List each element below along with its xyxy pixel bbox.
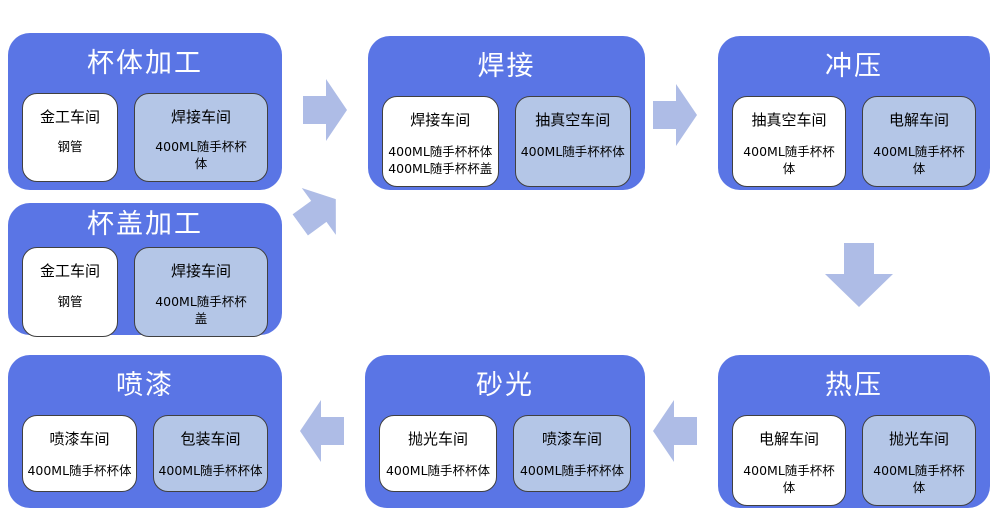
arrow-cup-lid-to-welding bbox=[283, 176, 353, 249]
node-title: 焊接 bbox=[477, 51, 536, 82]
product-label: 400ML随手杯杯体 bbox=[158, 463, 263, 479]
process-node-sanding: 砂光 抛光车间 400ML随手杯杯体 喷漆车间 400ML随手杯杯体 bbox=[365, 355, 645, 508]
workshop-name: 抽真空车间 bbox=[751, 110, 827, 129]
workshop-name: 喷漆车间 bbox=[49, 429, 110, 448]
workshop-card: 喷漆车间 400ML随手杯杯体 bbox=[513, 414, 631, 492]
product-label: 400ML随手杯杯体 bbox=[519, 463, 625, 479]
up-right-arrow-icon bbox=[292, 187, 336, 236]
product-label: 400ML随手杯杯体 bbox=[873, 463, 965, 496]
product-label: 400ML随手杯杯体 bbox=[155, 139, 247, 172]
workshop-name: 焊接车间 bbox=[170, 262, 231, 281]
workshop-card: 焊接车间 400ML随手杯杯盖 bbox=[134, 247, 268, 337]
product-label: 400ML随手杯杯体 bbox=[743, 463, 835, 496]
right-arrow-icon bbox=[303, 79, 347, 141]
workshop-card: 抛光车间 400ML随手杯杯体 bbox=[379, 414, 497, 492]
workshop-name: 焊接车间 bbox=[410, 110, 471, 129]
product-label: 400ML随手杯杯体 bbox=[27, 463, 132, 479]
workshop-name: 焊接车间 bbox=[170, 107, 231, 126]
workshop-cards: 喷漆车间 400ML随手杯杯体 包装车间 400ML随手杯杯体 bbox=[22, 414, 268, 492]
workshop-card: 金工车间 钢管 bbox=[22, 247, 118, 337]
workshop-card: 抽真空车间 400ML随手杯杯体 bbox=[732, 95, 846, 188]
product-label: 400ML随手杯杯体 bbox=[743, 144, 835, 177]
arrow-cup-body-to-welding bbox=[303, 79, 347, 141]
workshop-card: 焊接车间 400ML随手杯杯体 400ML随手杯杯盖 bbox=[382, 95, 499, 188]
arrow-stamping-to-hot-press bbox=[825, 243, 893, 307]
workshop-cards: 电解车间 400ML随手杯杯体 抛光车间 400ML随手杯杯体 bbox=[732, 414, 976, 507]
node-title: 喷漆 bbox=[116, 370, 174, 401]
workshop-cards: 焊接车间 400ML随手杯杯体 400ML随手杯杯盖 抽真空车间 400ML随手… bbox=[382, 95, 631, 188]
arrow-hot-press-to-sanding bbox=[653, 400, 697, 462]
workshop-card: 金工车间 钢管 bbox=[22, 92, 118, 183]
process-node-hot-press: 热压 电解车间 400ML随手杯杯体 抛光车间 400ML随手杯杯体 bbox=[718, 355, 990, 508]
workshop-name: 电解车间 bbox=[888, 110, 949, 129]
workshop-card: 电解车间 400ML随手杯杯体 bbox=[732, 414, 846, 507]
workshop-name: 金工车间 bbox=[39, 262, 100, 281]
workshop-cards: 抛光车间 400ML随手杯杯体 喷漆车间 400ML随手杯杯体 bbox=[379, 414, 631, 492]
product-label: 钢管 bbox=[57, 139, 83, 155]
workshop-name: 抽真空车间 bbox=[535, 110, 611, 129]
workshop-cards: 金工车间 钢管 焊接车间 400ML随手杯杯体 bbox=[22, 92, 268, 183]
workshop-name: 电解车间 bbox=[758, 429, 819, 448]
down-arrow-icon bbox=[825, 243, 893, 307]
product-label: 400ML随手杯杯体 bbox=[520, 144, 625, 160]
arrow-welding-to-stamping bbox=[653, 84, 697, 146]
workshop-name: 抛光车间 bbox=[888, 429, 949, 448]
node-title: 杯体加工 bbox=[87, 48, 203, 79]
workshop-card: 包装车间 400ML随手杯杯体 bbox=[153, 414, 268, 492]
arrow-sanding-to-painting bbox=[300, 400, 344, 462]
node-title: 热压 bbox=[825, 370, 883, 401]
node-title: 杯盖加工 bbox=[87, 209, 203, 240]
product-label: 400ML随手杯杯盖 bbox=[155, 293, 247, 326]
left-arrow-icon bbox=[300, 400, 344, 462]
workshop-name: 抛光车间 bbox=[407, 429, 468, 448]
workshop-cards: 金工车间 钢管 焊接车间 400ML随手杯杯盖 bbox=[22, 247, 268, 337]
node-title: 砂光 bbox=[476, 370, 534, 401]
workshop-card: 电解车间 400ML随手杯杯体 bbox=[862, 95, 976, 188]
workshop-name: 喷漆车间 bbox=[541, 429, 602, 448]
workshop-card: 抛光车间 400ML随手杯杯体 bbox=[862, 414, 976, 507]
product-label: 400ML随手杯杯体 bbox=[385, 463, 491, 479]
workshop-card: 抽真空车间 400ML随手杯杯体 bbox=[514, 95, 631, 188]
workshop-name: 包装车间 bbox=[180, 429, 241, 448]
workshop-cards: 抽真空车间 400ML随手杯杯体 电解车间 400ML随手杯杯体 bbox=[732, 95, 976, 188]
process-node-stamping: 冲压 抽真空车间 400ML随手杯杯体 电解车间 400ML随手杯杯体 bbox=[718, 36, 990, 190]
node-title: 冲压 bbox=[825, 51, 883, 82]
process-node-painting: 喷漆 喷漆车间 400ML随手杯杯体 包装车间 400ML随手杯杯体 bbox=[8, 355, 282, 508]
workshop-name: 金工车间 bbox=[39, 107, 100, 126]
process-node-cup-body: 杯体加工 金工车间 钢管 焊接车间 400ML随手杯杯体 bbox=[8, 33, 282, 190]
workshop-card: 喷漆车间 400ML随手杯杯体 bbox=[22, 414, 137, 492]
workshop-card: 焊接车间 400ML随手杯杯体 bbox=[134, 92, 268, 183]
process-node-welding: 焊接 焊接车间 400ML随手杯杯体 400ML随手杯杯盖 抽真空车间 400M… bbox=[368, 36, 645, 190]
left-arrow-icon bbox=[653, 400, 697, 462]
right-arrow-icon bbox=[653, 84, 697, 146]
process-node-cup-lid: 杯盖加工 金工车间 钢管 焊接车间 400ML随手杯杯盖 bbox=[8, 203, 282, 337]
product-label: 钢管 bbox=[57, 293, 83, 309]
product-label: 400ML随手杯杯体 400ML随手杯杯盖 bbox=[388, 144, 493, 177]
product-label: 400ML随手杯杯体 bbox=[873, 144, 965, 177]
